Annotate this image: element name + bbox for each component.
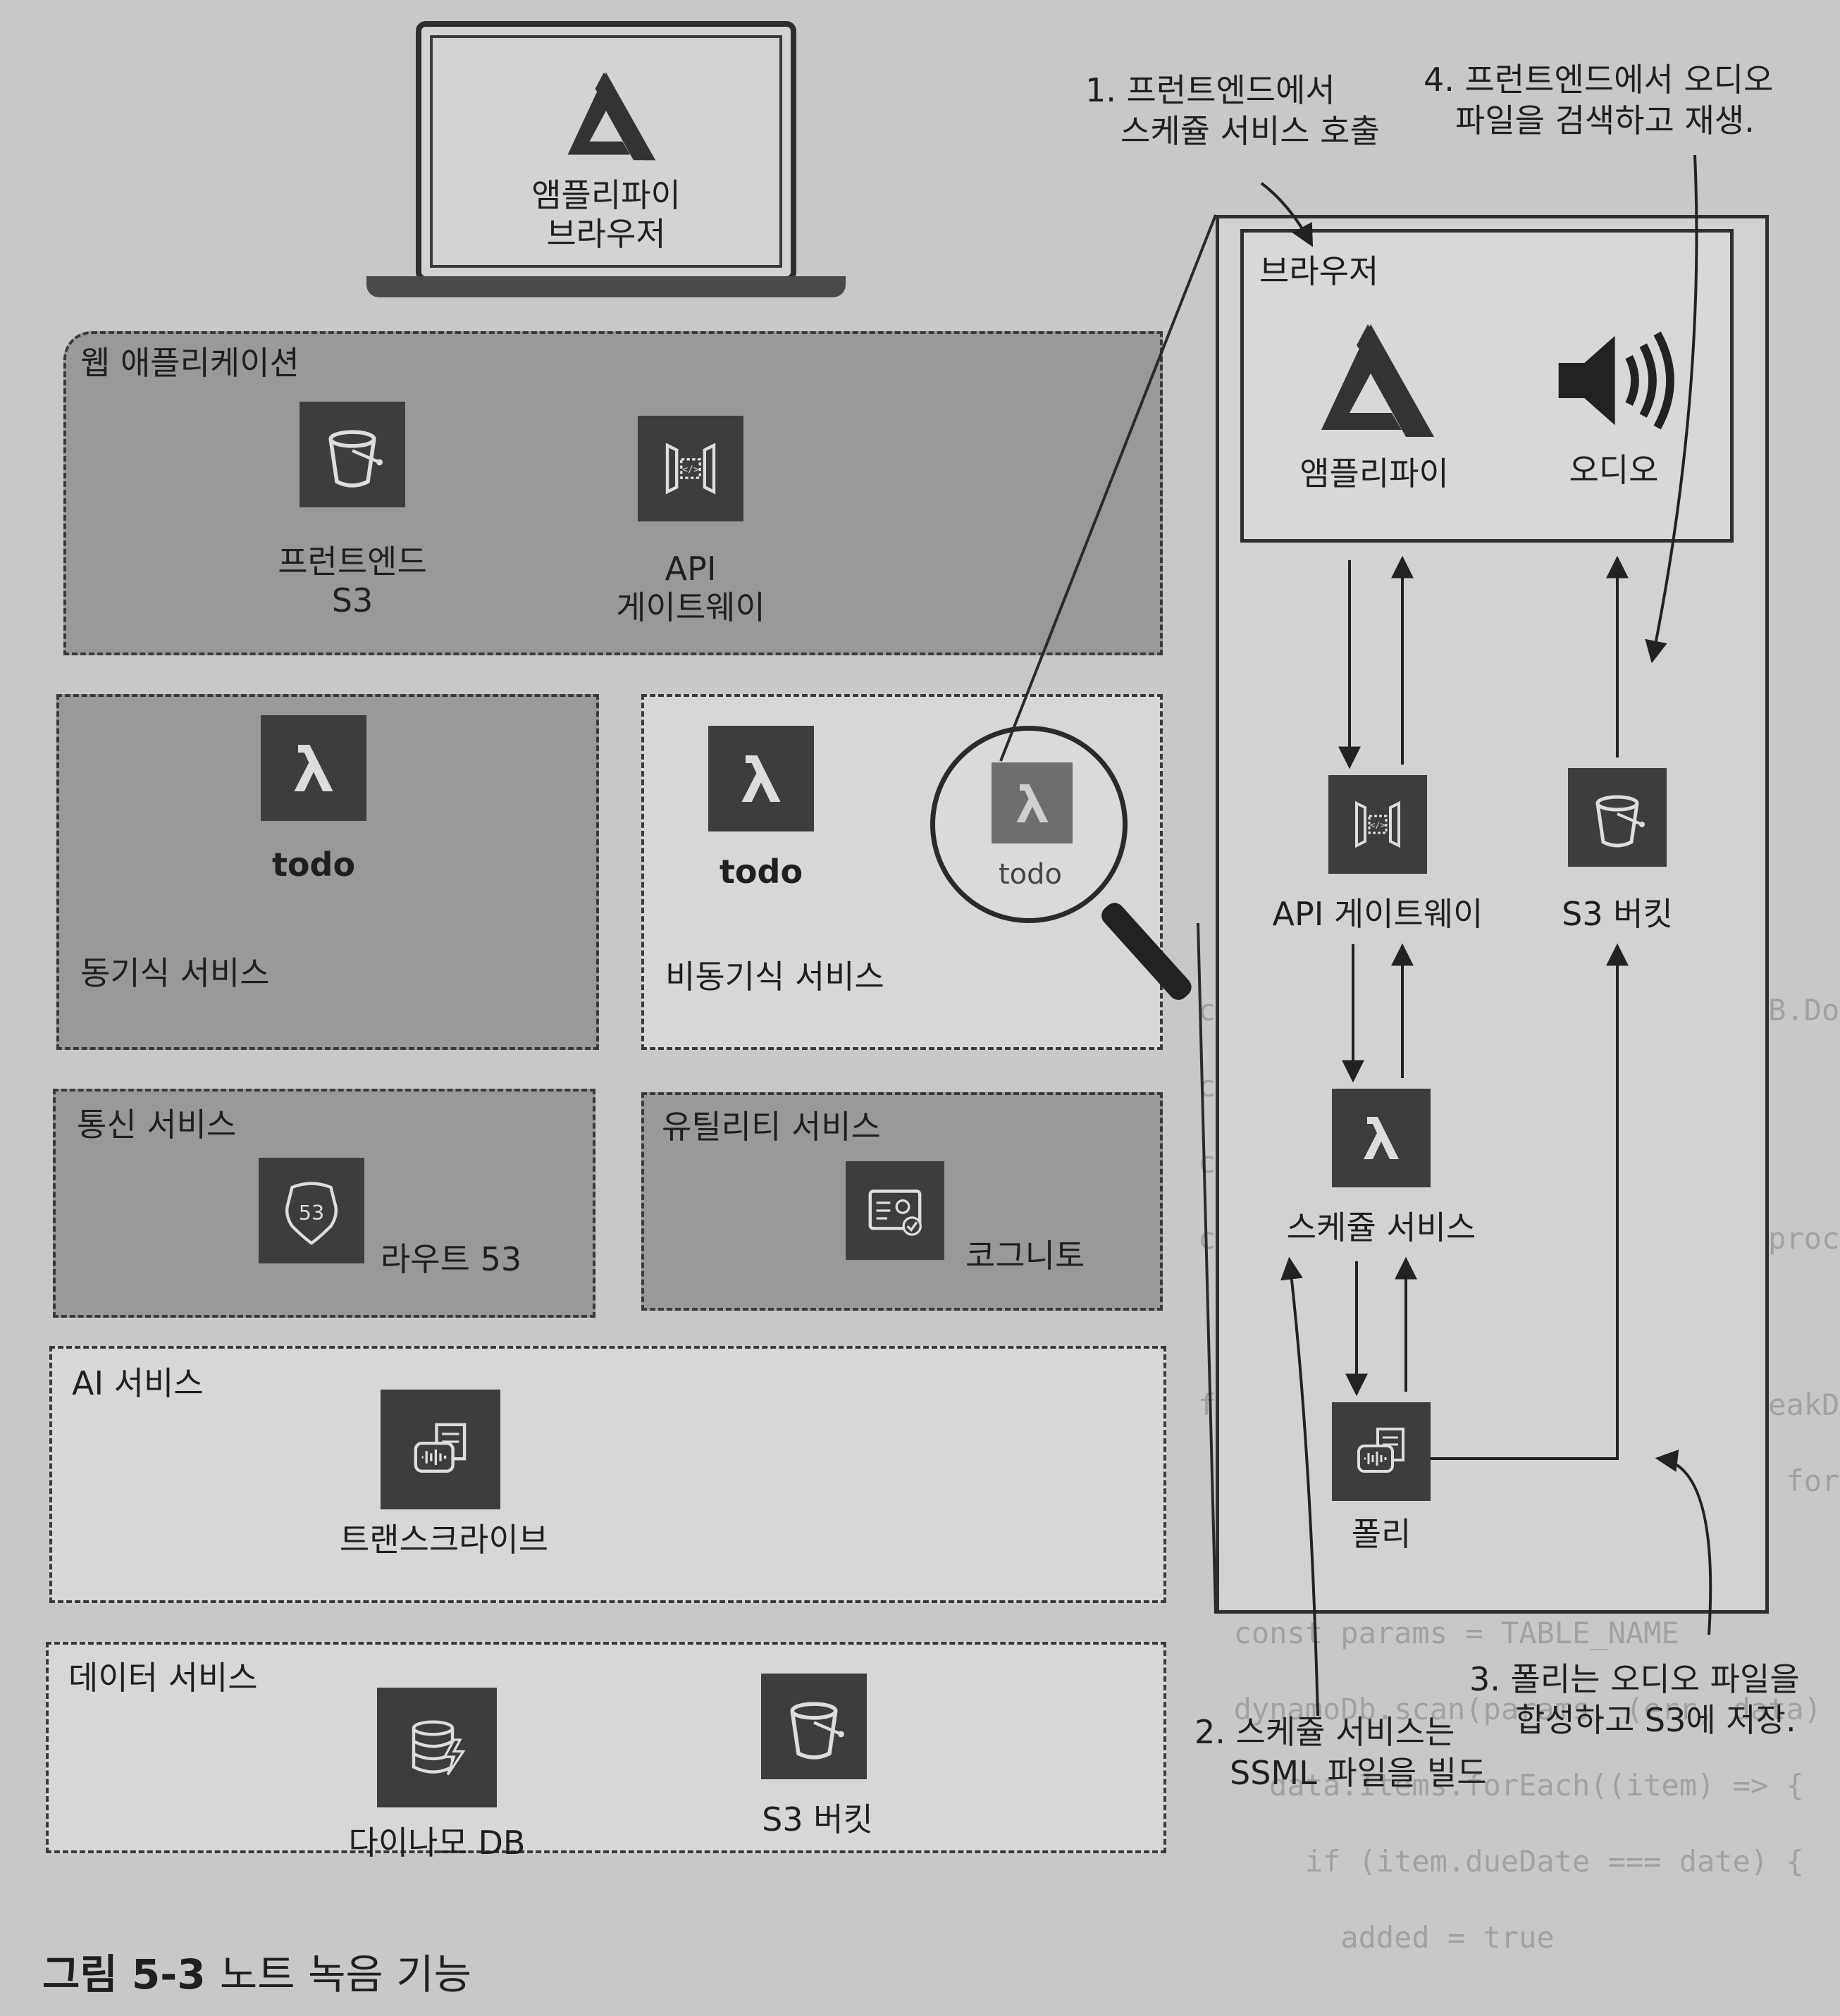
s3-bucket-label-detail: S3 버킷	[1562, 895, 1673, 933]
annotation-step3: 3. 폴리는 오디오 파일을 합성하고 S3에 저장.	[1469, 1659, 1800, 1740]
laptop-base	[366, 276, 846, 297]
route53-icon: 53	[259, 1158, 364, 1263]
annotation-step2-line2: SSML 파일을 빌드	[1230, 1753, 1487, 1792]
annotation-step1-line1: 1. 프런트엔드에서	[1085, 71, 1335, 109]
web-app-group: 웹 애플리케이션	[63, 331, 1163, 655]
polly-icon	[1332, 1402, 1431, 1501]
sync-service-title: 동기식 서비스	[80, 954, 270, 992]
sync-lambda-label: todo	[271, 846, 356, 884]
speaker-icon	[1547, 321, 1688, 440]
amplify-icon-detail	[1290, 317, 1452, 444]
audio-label: 오디오	[1569, 451, 1659, 489]
frontend-s3-label: 프런트엔드 S3	[254, 543, 451, 620]
amplify-icon	[550, 67, 662, 166]
transcribe-icon	[381, 1390, 500, 1509]
api-gateway-label-detail: API 게이트웨이	[1272, 895, 1483, 933]
laptop-label: 앰플리파이 브라우저	[486, 176, 726, 254]
comm-service-title: 통신 서비스	[77, 1106, 237, 1144]
data-service-title: 데이터 서비스	[68, 1659, 258, 1697]
transcribe-label: 트랜스크라이브	[339, 1521, 549, 1559]
figure-title: 노트 녹음 기능	[219, 1950, 471, 1998]
api-gateway-line2: 게이트웨이	[616, 588, 765, 627]
laptop-label-line1: 앰플리파이	[531, 176, 681, 214]
annotation-step4-line1: 4. 프런트엔드에서 오디오	[1424, 61, 1774, 99]
ai-service-group: AI 서비스	[49, 1346, 1166, 1603]
async-service-title: 비동기식 서비스	[665, 958, 884, 996]
lambda-icon-detail	[1332, 1089, 1431, 1187]
laptop-label-line2: 브라우저	[546, 215, 666, 254]
annotation-step4-line2: 파일을 검색하고 재생.	[1455, 101, 1755, 140]
frontend-s3-line2: S3	[331, 581, 373, 620]
api-gateway-icon: </>	[638, 416, 743, 521]
annotation-step2-line1: 2. 스케쥴 서비스는	[1194, 1713, 1455, 1751]
route53-label: 라우트 53	[381, 1240, 522, 1278]
comm-service-group: 통신 서비스	[53, 1089, 595, 1318]
schedule-service-label: 스케쥴 서비스	[1286, 1208, 1476, 1247]
annotation-step1: 1. 프런트엔드에서 스케쥴 서비스 호출	[1085, 70, 1380, 151]
annotation-step2: 2. 스케쥴 서비스는 SSML 파일을 빌드	[1194, 1712, 1487, 1793]
lambda-icon	[261, 715, 366, 821]
s3-bucket-icon-data	[761, 1674, 867, 1779]
amplify-label-detail: 앰플리파이	[1299, 454, 1449, 493]
api-gateway-icon-detail: </>	[1328, 775, 1427, 874]
api-gateway-line1: API	[665, 550, 717, 588]
dynamodb-icon	[377, 1688, 497, 1807]
svg-text:</>: </>	[1370, 820, 1385, 830]
cognito-label: 코그니토	[965, 1237, 1085, 1275]
magnifying-glass-icon: todo	[930, 726, 1128, 923]
lambda-icon-async	[708, 726, 814, 831]
magnified-lambda-label: todo	[998, 858, 1063, 891]
figure-caption: 그림 5-3 노트 녹음 기능	[42, 1941, 471, 2000]
ai-service-title: AI 서비스	[72, 1364, 204, 1402]
data-service-group: 데이터 서비스	[46, 1642, 1166, 1853]
annotation-step4: 4. 프런트엔드에서 오디오 파일을 검색하고 재생.	[1424, 60, 1773, 141]
web-app-title: 웹 애플리케이션	[80, 344, 300, 382]
async-lambda-label: todo	[719, 853, 803, 891]
annotation-step1-line2: 스케쥴 서비스 호출	[1120, 111, 1380, 150]
annotation-step3-line1: 3. 폴리는 오디오 파일을	[1469, 1660, 1800, 1698]
dynamodb-label: 다이나모 DB	[348, 1824, 526, 1862]
annotation-step3-line2: 합성하고 S3에 저장.	[1515, 1700, 1796, 1739]
s3-bucket-icon-detail	[1568, 768, 1667, 867]
polly-label: 폴리	[1351, 1515, 1412, 1553]
svg-text:53: 53	[299, 1201, 324, 1225]
magnified-lambda-icon	[992, 762, 1073, 843]
api-gateway-label: API 게이트웨이	[585, 550, 796, 627]
browser-title: 브라우저	[1259, 252, 1379, 290]
figure-number: 그림 5-3	[42, 1950, 206, 1998]
cognito-icon	[846, 1161, 944, 1260]
s3-bucket-icon	[300, 402, 405, 507]
utility-service-title: 유틸리티 서비스	[662, 1108, 881, 1146]
svg-text:</>: </>	[682, 465, 699, 476]
data-s3-label: S3 버킷	[762, 1800, 873, 1838]
frontend-s3-line1: 프런트엔드	[278, 543, 427, 581]
